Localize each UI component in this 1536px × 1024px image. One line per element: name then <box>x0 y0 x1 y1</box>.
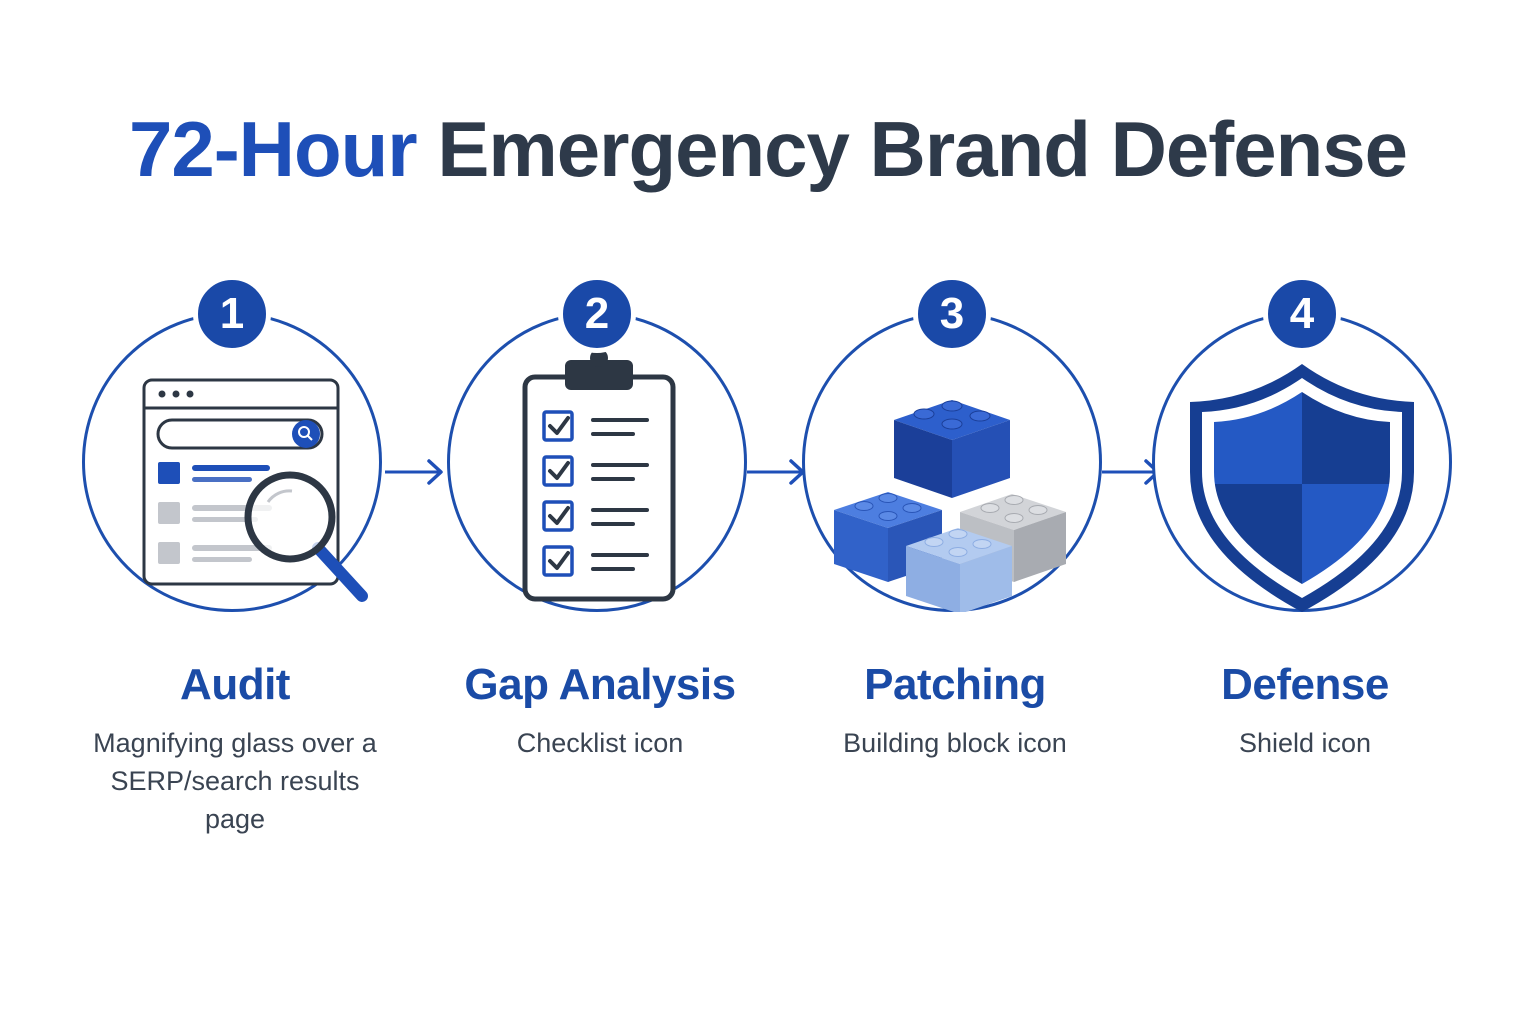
checklist-icon <box>447 312 747 612</box>
step-audit: 1 Audit Magnifying glass over a SERP/sea… <box>55 275 415 840</box>
title-accent: 72-Hour <box>128 105 418 193</box>
step-title: Patching <box>864 660 1046 709</box>
step-title: Gap Analysis <box>464 660 736 709</box>
step-description: Checklist icon <box>516 728 684 758</box>
title-rest: Emergency Brand Defense <box>437 105 1408 193</box>
step-number-badge: 4 <box>1263 275 1341 353</box>
page-title: 72-Hour Emergency Brand Defense <box>0 104 1536 195</box>
step-description: Shield icon <box>1238 728 1372 758</box>
step-number-badge: 1 <box>193 275 271 353</box>
step-patching: 3 Patching Building block icon <box>775 275 1135 840</box>
arrow-right-icon <box>385 459 443 485</box>
building-block-icon <box>802 312 1102 612</box>
step-gap-analysis: 2 Gap Analysis Checklist icon <box>420 275 780 840</box>
magnifying-glass-serp-icon <box>82 312 382 612</box>
step-defense: 4 Defense Shield icon <box>1125 275 1485 840</box>
shield-icon <box>1152 312 1452 612</box>
step-number-badge: 3 <box>913 275 991 353</box>
step-description: Building block icon <box>843 728 1067 758</box>
step-title: Audit <box>180 660 290 709</box>
step-title: Defense <box>1221 660 1389 709</box>
step-number-badge: 2 <box>558 275 636 353</box>
step-description: Magnifying glass over a SERP/search resu… <box>93 728 377 834</box>
